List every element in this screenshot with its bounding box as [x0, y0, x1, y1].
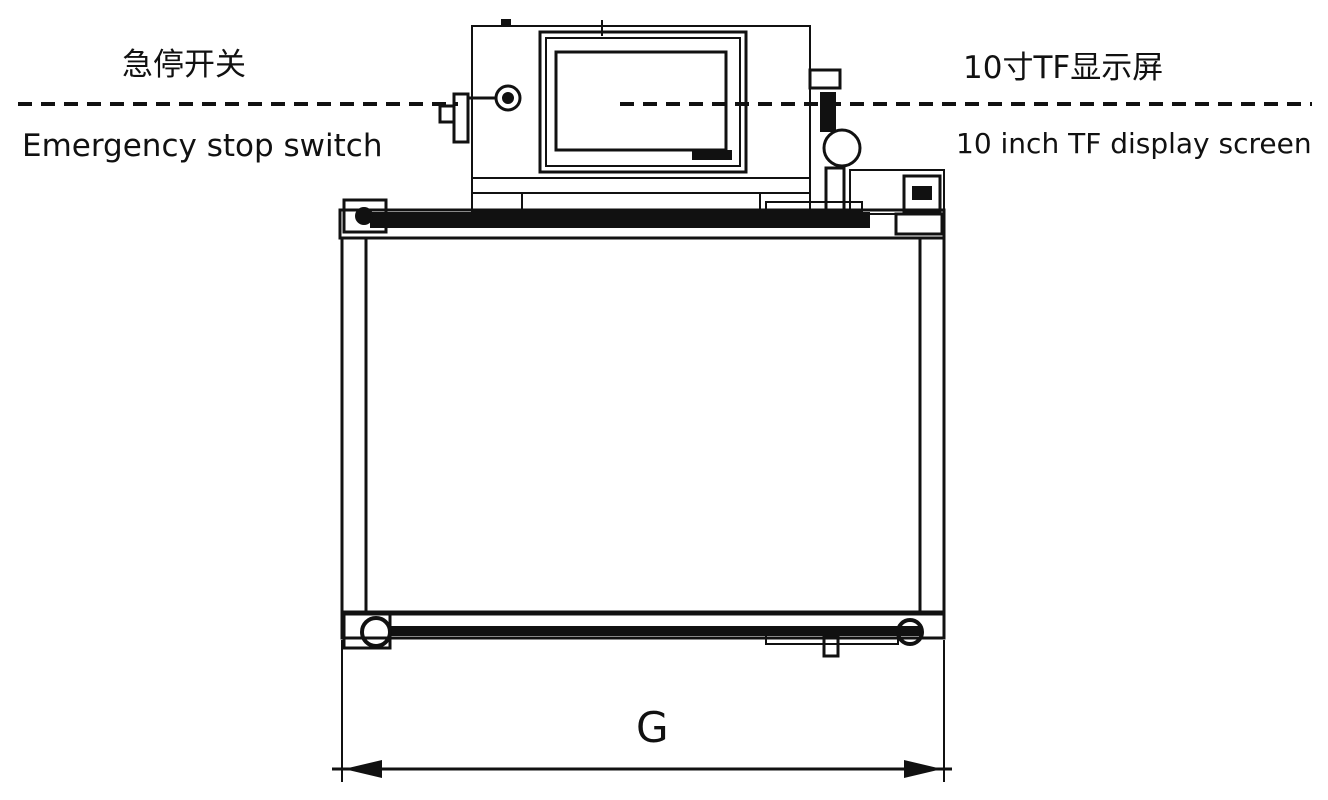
display-label-cn: 10寸TF显示屏 — [963, 50, 1164, 86]
emergency-stop-label-cn: 急停开关 — [122, 47, 246, 83]
dimension-g — [332, 640, 952, 782]
side-fittings — [765, 68, 945, 236]
emergency-stop-switch — [438, 84, 522, 144]
frame-top-rail — [338, 198, 946, 240]
control-box — [471, 19, 811, 212]
frame-body — [340, 236, 946, 616]
frame-bottom-rail — [340, 610, 946, 658]
display-screen — [538, 30, 748, 174]
dimension-label-g: G — [636, 703, 669, 752]
display-label-en: 10 inch TF display screen — [956, 127, 1312, 160]
emergency-stop-label-en: Emergency stop switch — [22, 128, 383, 164]
